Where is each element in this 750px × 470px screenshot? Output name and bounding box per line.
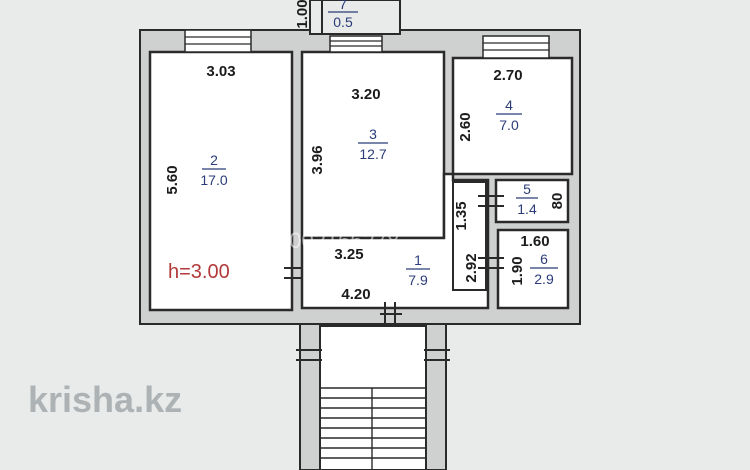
door-room-5 [478, 195, 504, 207]
dim-hall-b: 2.92 [463, 253, 480, 282]
door-room-6 [478, 257, 504, 269]
window-room-3 [329, 35, 383, 53]
dim-hall-c: 1.35 [453, 201, 470, 230]
stair-treads [320, 387, 426, 470]
stair-doors [296, 349, 450, 361]
room-7-number: 7 [339, 0, 347, 12]
dim-room-2-length: 5.60 [164, 165, 181, 194]
room-4-area: 7.0 [499, 117, 519, 133]
room-2-area: 17.0 [200, 172, 227, 188]
window-room-2 [184, 29, 252, 53]
room-7-area: 0.5 [333, 14, 353, 30]
watermark-logo: krisha.kz [28, 379, 182, 420]
window-room-4 [482, 35, 550, 59]
room-2-number: 2 [210, 152, 218, 168]
door-room-2 [284, 260, 302, 286]
dim-room-5-width: 80 [549, 193, 566, 210]
listing-id: ID#002166278 [255, 228, 399, 253]
dim-room-6-length: 1.90 [509, 256, 526, 285]
dim-room-2-width: 3.03 [206, 63, 235, 80]
room-6-area: 2.9 [534, 271, 554, 287]
dim-room-6-width: 1.60 [520, 233, 549, 250]
room-6-number: 6 [540, 251, 548, 267]
room-1 [300, 172, 490, 310]
room-3 [300, 50, 446, 240]
dim-room-3-length: 3.96 [309, 145, 326, 174]
dim-room-3-width: 3.20 [351, 86, 380, 103]
dim-room-4-width: 2.70 [493, 67, 522, 84]
room-5-area: 1.4 [517, 201, 537, 217]
room-5-number: 5 [523, 181, 531, 197]
dim-hall-width: 4.20 [341, 286, 370, 303]
room-3-area: 12.7 [359, 146, 386, 162]
room-2 [148, 50, 294, 312]
room-5 [494, 178, 570, 224]
hall-niche [452, 181, 487, 291]
dim-hall-a: 3.25 [334, 246, 363, 263]
room-1-number: 1 [414, 252, 422, 268]
room-3-number: 3 [369, 126, 377, 142]
balcony [309, 0, 401, 35]
entrance-door [380, 302, 402, 326]
room-1-area: 7.9 [408, 272, 428, 288]
dim-balcony: 1.00 [294, 0, 311, 29]
room-4-number: 4 [505, 97, 513, 113]
dim-room-4-length: 2.60 [457, 112, 474, 141]
fraction-bars [202, 11, 558, 270]
ceiling-height: h=3.00 [168, 261, 230, 283]
